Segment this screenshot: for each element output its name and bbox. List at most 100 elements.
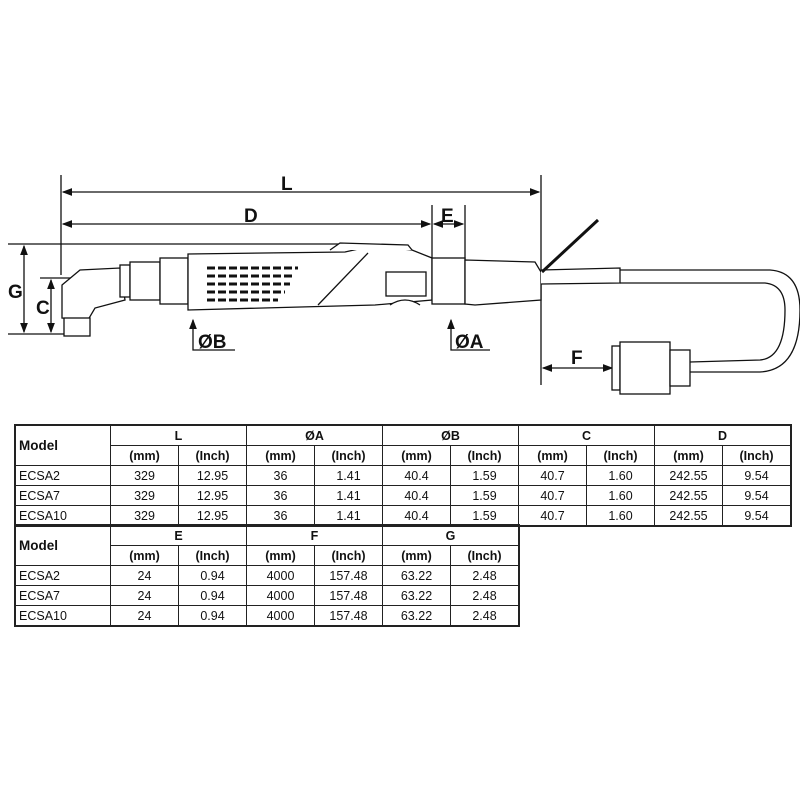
- value-cell: 1.59: [450, 505, 519, 527]
- value-cell: 40.7: [518, 485, 587, 506]
- label-G: G: [8, 282, 23, 303]
- value-cell: 157.48: [314, 585, 383, 606]
- value-cell: 4000: [246, 605, 315, 627]
- value-cell: 1.60: [586, 485, 655, 506]
- model-header: Model: [14, 424, 111, 466]
- spec-table-1: Model L ØA ØB C D (mm)(Inch)(mm)(Inch)(m…: [14, 424, 792, 527]
- value-cell: 1.41: [314, 485, 383, 506]
- extension-lines: [8, 175, 542, 385]
- value-cell: 2.48: [450, 565, 520, 586]
- value-cell: 4000: [246, 585, 315, 606]
- unit-header: (mm): [110, 545, 179, 566]
- value-cell: 242.55: [654, 505, 723, 527]
- value-cell: 12.95: [178, 465, 247, 486]
- unit-header: (Inch): [314, 445, 383, 466]
- value-cell: 12.95: [178, 485, 247, 506]
- value-cell: 40.7: [518, 465, 587, 486]
- value-cell: 329: [110, 505, 179, 527]
- unit-header: (mm): [382, 445, 451, 466]
- unit-header: (Inch): [586, 445, 655, 466]
- spec-table-2: Model E F G (mm)(Inch)(mm)(Inch)(mm)(Inc…: [14, 524, 520, 627]
- value-cell: 12.95: [178, 505, 247, 527]
- value-cell: 36: [246, 485, 315, 506]
- value-cell: 1.59: [450, 485, 519, 506]
- label-B: ØB: [198, 332, 227, 353]
- value-cell: 63.22: [382, 605, 451, 627]
- leader-B: [189, 318, 235, 351]
- group-header-A: ØA: [246, 424, 383, 446]
- value-cell: 0.94: [178, 565, 247, 586]
- model-cell: ECSA7: [14, 485, 111, 506]
- unit-header: (Inch): [450, 545, 520, 566]
- unit-header: (mm): [246, 545, 315, 566]
- value-cell: 24: [110, 605, 179, 627]
- value-cell: 9.54: [722, 465, 792, 486]
- vent-slots: [207, 266, 298, 302]
- value-cell: 36: [246, 465, 315, 486]
- value-cell: 1.41: [314, 505, 383, 527]
- unit-header: (mm): [382, 545, 451, 566]
- unit-header: (Inch): [722, 445, 792, 466]
- screwdriver-tool: [61, 218, 800, 395]
- value-cell: 242.55: [654, 485, 723, 506]
- value-cell: 1.60: [586, 505, 655, 527]
- model-cell: ECSA10: [14, 605, 111, 627]
- value-cell: 24: [110, 585, 179, 606]
- model-header: Model: [14, 524, 111, 566]
- value-cell: 4000: [246, 565, 315, 586]
- value-cell: 2.48: [450, 605, 520, 627]
- value-cell: 40.7: [518, 505, 587, 527]
- value-cell: 329: [110, 465, 179, 486]
- label-L: L: [281, 174, 293, 195]
- value-cell: 63.22: [382, 585, 451, 606]
- model-cell: ECSA2: [14, 465, 111, 486]
- group-header-B: ØB: [382, 424, 519, 446]
- model-cell: ECSA10: [14, 505, 111, 527]
- value-cell: 40.4: [382, 465, 451, 486]
- label-A: ØA: [455, 332, 484, 353]
- tool-dimension-drawing: L D E G C ØB ØA F: [8, 174, 800, 395]
- label-E: E: [441, 206, 454, 227]
- value-cell: 157.48: [314, 565, 383, 586]
- value-cell: 1.41: [314, 465, 383, 486]
- label-D: D: [244, 206, 258, 227]
- value-cell: 9.54: [722, 485, 792, 506]
- value-cell: 1.60: [586, 465, 655, 486]
- unit-header: (mm): [518, 445, 587, 466]
- group-header-E: E: [110, 524, 247, 546]
- label-C: C: [36, 298, 50, 319]
- group-header-D: D: [654, 424, 792, 446]
- leader-A: [447, 318, 490, 351]
- unit-header: (mm): [110, 445, 179, 466]
- unit-header: (Inch): [178, 445, 247, 466]
- unit-header: (mm): [246, 445, 315, 466]
- group-header-L: L: [110, 424, 247, 446]
- group-header-G: G: [382, 524, 520, 546]
- label-F: F: [571, 348, 583, 369]
- unit-header: (Inch): [314, 545, 383, 566]
- value-cell: 0.94: [178, 605, 247, 627]
- value-cell: 1.59: [450, 465, 519, 486]
- value-cell: 63.22: [382, 565, 451, 586]
- value-cell: 9.54: [722, 505, 792, 527]
- value-cell: 242.55: [654, 465, 723, 486]
- value-cell: 40.4: [382, 505, 451, 527]
- value-cell: 0.94: [178, 585, 247, 606]
- group-header-F: F: [246, 524, 383, 546]
- value-cell: 2.48: [450, 585, 520, 606]
- value-cell: 329: [110, 485, 179, 506]
- model-cell: ECSA7: [14, 585, 111, 606]
- value-cell: 40.4: [382, 485, 451, 506]
- value-cell: 157.48: [314, 605, 383, 627]
- unit-header: (Inch): [178, 545, 247, 566]
- value-cell: 36: [246, 505, 315, 527]
- unit-header: (Inch): [450, 445, 519, 466]
- model-cell: ECSA2: [14, 565, 111, 586]
- value-cell: 24: [110, 565, 179, 586]
